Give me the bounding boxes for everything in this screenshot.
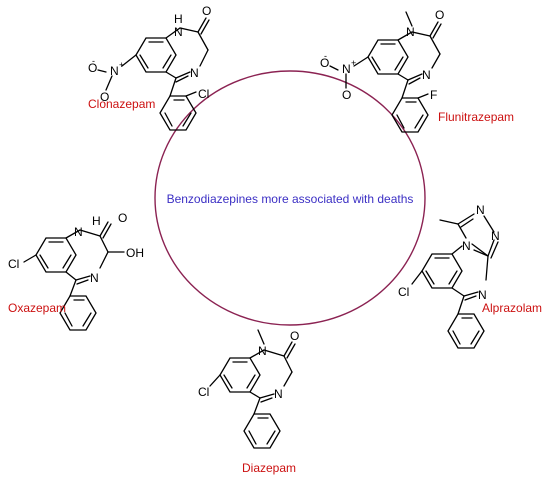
alprazolam-n-triazole-2: N [491,229,500,243]
clonazepam-nitro-o2: O [100,90,109,104]
flunitrazepam-nitro-o1-minus: - [324,51,327,61]
clonazepam-n-imine: N [190,66,199,80]
clonazepam-structure: H N O N Cl N + O - O Clonazepam [88,4,211,131]
clonazepam-cl: Cl [198,87,209,101]
diazepam-n-imine: N [274,387,283,401]
flunitrazepam-nitro-o2: O [342,88,351,102]
diazepam-label: Diazepam [242,461,296,475]
diazepam-o-carbonyl: O [290,329,299,343]
clonazepam-nh: H [174,12,183,26]
oxazepam-n-imine: N [90,271,99,285]
alprazolam-structure: N N N N Cl Alprazolam [398,203,542,349]
clonazepam-o-carbonyl: O [202,4,211,18]
alprazolam-n-triazole-1: N [476,203,485,217]
oxazepam-structure: H N O OH N Cl Oxazepam [8,211,144,331]
flunitrazepam-nitro-plus: + [351,58,356,68]
flunitrazepam-structure: N O N F N + O - O Flunitrazepam [320,8,514,133]
clonazepam-nitro-o1: O [88,61,97,75]
oxazepam-nh: H [92,214,101,228]
oxazepam-label: Oxazepam [8,301,66,315]
flunitrazepam-f: F [430,88,437,102]
oxazepam-oh: OH [126,246,144,260]
clonazepam-label: Clonazepam [88,97,155,111]
center-title: Benzodiazepines more associated with dea… [167,192,414,206]
alprazolam-n-triazole-3: N [462,239,471,253]
alprazolam-n-imine: N [478,288,487,302]
clonazepam-n-ring: N [174,25,183,39]
clonazepam-nitro-n: N [110,64,119,78]
diazepam-cl: Cl [198,385,209,399]
clonazepam-nitro-plus: + [119,60,124,70]
alprazolam-cl: Cl [398,285,409,299]
oxazepam-o-carbonyl: O [118,211,127,225]
diazepam-n-ring: N [258,344,267,358]
center-circle [154,70,426,326]
diazepam-structure: N O N Cl Diazepam [198,329,299,475]
clonazepam-nitro-o1-minus: - [92,56,95,66]
flunitrazepam-nitro-n: N [342,62,351,76]
alprazolam-label: Alprazolam [482,301,542,315]
flunitrazepam-n-ring: N [406,25,415,39]
oxazepam-n-ring: N [74,225,83,239]
flunitrazepam-n-imine: N [422,68,431,82]
oxazepam-cl: Cl [8,257,19,271]
flunitrazepam-nitro-o1: O [320,56,329,70]
flunitrazepam-o-carbonyl: O [435,8,444,22]
flunitrazepam-label: Flunitrazepam [438,110,514,124]
